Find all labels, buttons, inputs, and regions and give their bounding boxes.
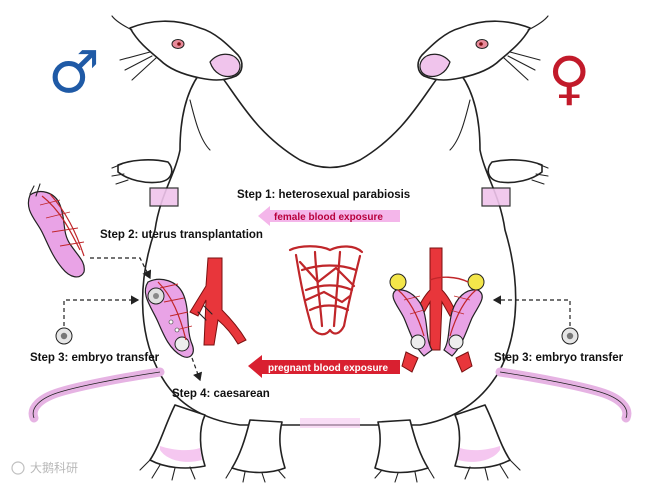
- female-rat-hind-leg: [454, 404, 521, 481]
- watermark-text: 大鹅科研: [30, 461, 78, 475]
- male-rat-hind-leg-2: [225, 419, 286, 483]
- step4-label: Step 4: caesarean: [172, 388, 270, 400]
- pregnant-blood-exposure-arrow: pregnant blood exposure: [248, 355, 400, 378]
- male-rat-ear: [209, 53, 241, 78]
- male-rat-front-paw: [117, 159, 173, 184]
- female-rat: [417, 15, 549, 207]
- male-rat: [111, 15, 243, 207]
- female-rat-front-paw: [487, 159, 543, 184]
- step4-dashed-arrow: [191, 357, 203, 382]
- male-rat-hind-leg: [139, 404, 206, 481]
- pregnant-blood-exposure-label: pregnant blood exposure: [268, 363, 388, 374]
- embryo-source-left: [55, 327, 73, 345]
- step2-dashed-arrow: [90, 257, 152, 280]
- shared-vascular-network: [288, 245, 364, 336]
- step2-label: Step 2: uterus transplantation: [100, 229, 263, 241]
- female-blood-exposure-arrow: female blood exposure: [258, 206, 400, 226]
- left-vessel-anastomosis: [189, 257, 247, 346]
- male-symbol: ♂: [48, 38, 100, 106]
- step1-label: Step 1: heterosexual parabiosis: [237, 189, 410, 201]
- step3-right-label: Step 3: embryo transfer: [494, 352, 624, 364]
- female-rat-ear: [419, 53, 451, 78]
- step3-left-label: Step 3: embryo transfer: [30, 352, 160, 364]
- embryo-source-right: [561, 327, 579, 345]
- step3-right-dashed-arrow: [492, 295, 571, 326]
- female-rat-hind-leg-2: [374, 419, 435, 483]
- step3-left-dashed-arrow: [63, 295, 140, 326]
- transplanted-uterus: [144, 278, 194, 358]
- female-symbol: ♀: [548, 44, 590, 112]
- watermark: 大鹅科研: [11, 461, 78, 475]
- donor-uterus: [27, 183, 85, 278]
- female-uterus-vessels: [389, 247, 485, 373]
- female-blood-exposure-label: female blood exposure: [274, 212, 383, 223]
